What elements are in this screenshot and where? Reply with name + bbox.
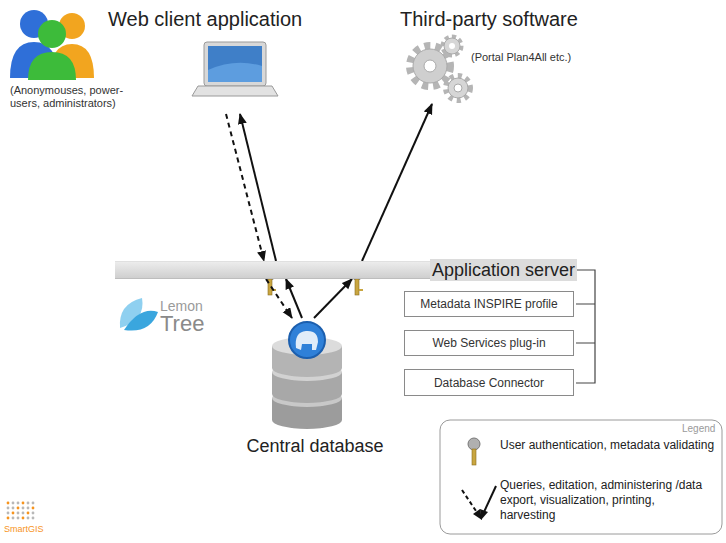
solid-arrow — [240, 114, 276, 261]
node-title: Central database — [240, 436, 390, 457]
node-title: Web client application — [108, 8, 302, 31]
node-subtitle: (Portal Plan4All etc.) — [471, 51, 571, 63]
node-title: Database Connector — [434, 376, 544, 390]
solid-arrow — [314, 279, 352, 318]
smartgis-logo — [7, 502, 35, 520]
logo-text: SmartGIS — [4, 524, 44, 534]
legend-text: Queries, editation, administering /data … — [500, 478, 710, 523]
node-title: Web Services plug-in — [432, 336, 545, 350]
solid-arrow — [286, 279, 302, 318]
component-box: Metadata INSPIRE profile — [404, 291, 574, 317]
legend-title: Legend — [682, 423, 715, 434]
client-group: Web client application (Anonymouses, powe… — [8, 4, 320, 114]
database-node: Central database — [240, 318, 390, 466]
node-title: Application server — [430, 259, 577, 281]
laptop-icon — [192, 42, 278, 96]
thirdparty-group: Third-party software (Portal Plan4All etc… — [395, 4, 600, 104]
legend-key-icon — [468, 438, 480, 465]
gears-icon — [410, 37, 470, 100]
users-icon — [10, 10, 94, 80]
legend-frame — [440, 420, 722, 534]
lemontree-logo — [120, 298, 158, 331]
logo-text: Tree — [160, 311, 204, 337]
database-icon — [272, 322, 342, 429]
node-title: Metadata INSPIRE profile — [420, 297, 557, 311]
legend-arrows-icon — [462, 486, 496, 520]
component-box: Web Services plug-in — [404, 330, 574, 356]
node-title: Third-party software — [400, 8, 578, 31]
component-box: Database Connector — [404, 369, 574, 396]
node-subtitle: (Anonymouses, power-users, administrator… — [10, 84, 150, 110]
bracket — [576, 270, 595, 383]
legend-text: User authentication, metadata validating — [500, 438, 715, 453]
solid-arrow — [362, 104, 432, 261]
server-band: Application server — [115, 261, 577, 279]
